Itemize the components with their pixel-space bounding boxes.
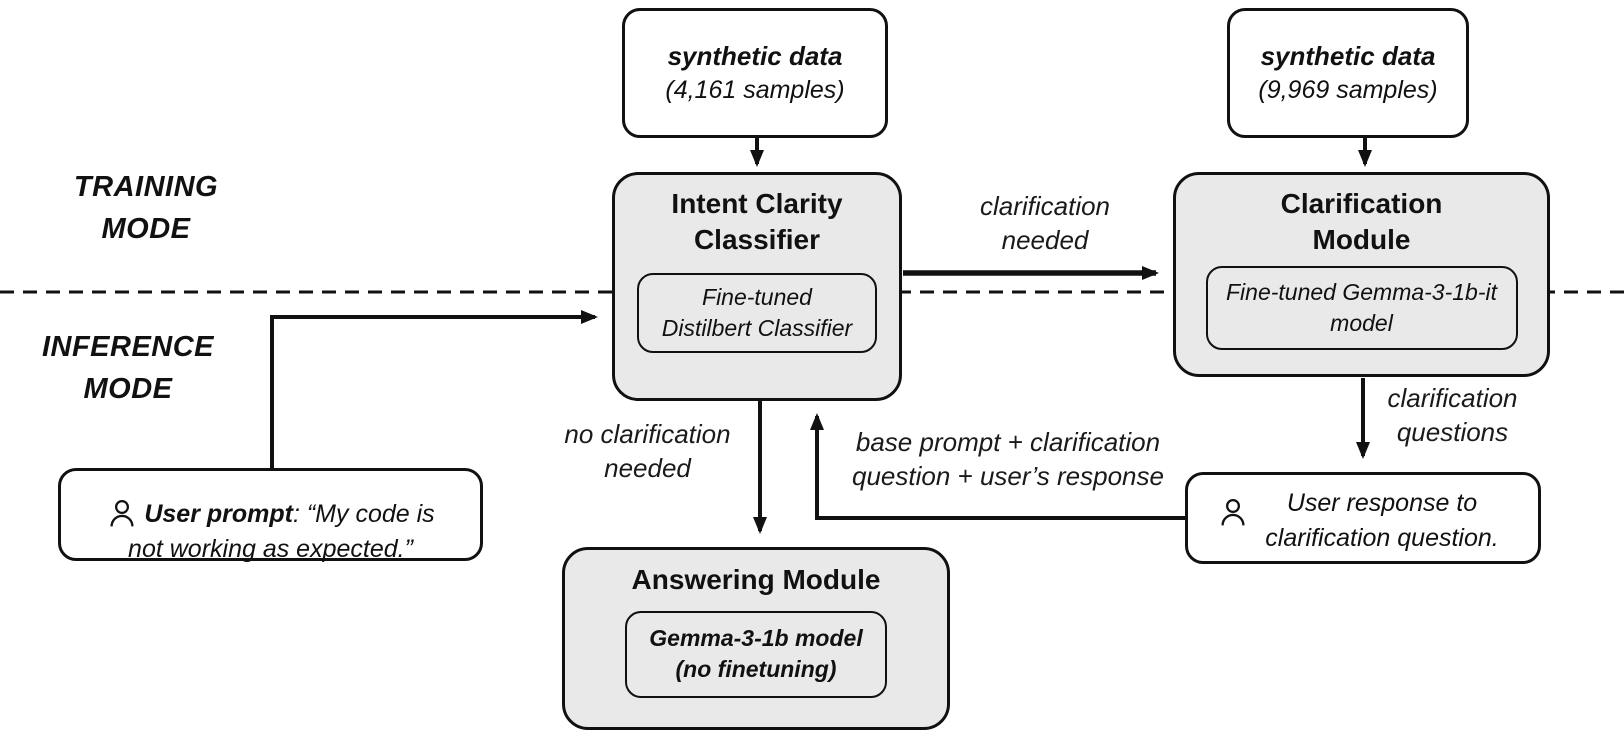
inference-mode-label: INFERENCE MODE <box>41 331 215 406</box>
arrow-user-prompt-to-classifier <box>270 310 598 469</box>
user-prompt-content: User prompt: “My code is not working as … <box>96 462 444 567</box>
synthetic-data-right-subtitle: (9,969 samples) <box>1258 75 1438 104</box>
base-prompt-label: base prompt + clarification question + u… <box>852 427 1164 491</box>
arrow-user-response-to-classifier <box>810 413 1185 520</box>
user-prompt-box: User prompt: “My code is not working as … <box>58 468 483 563</box>
person-icon <box>1221 498 1245 526</box>
intent-clarity-classifier-title: Intent Clarity Classifier <box>671 188 843 255</box>
intent-clarity-classifier-box: Intent Clarity Classifier Fine-tuned Dis… <box>612 172 902 401</box>
distilbert-inner-box: Fine-tuned Distilbert Classifier <box>637 272 877 353</box>
user-response-text: User response to clarification question. <box>1265 489 1499 552</box>
answering-module-title: Answering Module <box>631 564 881 595</box>
clarification-module-box: Clarification Module Fine-tuned Gemma-3-… <box>1173 172 1550 377</box>
synthetic-data-right-box: synthetic data (9,969 samples) <box>1227 8 1469 138</box>
gemma-it-inner-box: Fine-tuned Gemma-3-1b-it model <box>1205 265 1518 350</box>
synthetic-data-left-box: synthetic data (4,161 samples) <box>622 8 888 138</box>
synthetic-data-left-title: synthetic data <box>667 40 843 71</box>
gemma-base-inner-box: Gemma-3-1b model (no finetuning) <box>625 610 887 698</box>
training-mode-label: TRAINING MODE <box>73 171 219 246</box>
synthetic-data-right-title: synthetic data <box>1260 40 1436 71</box>
no-clarification-needed-label: no clarification needed <box>564 419 731 483</box>
user-prompt-label: User prompt <box>144 500 293 528</box>
user-response-box: User response to clarification question. <box>1185 472 1541 564</box>
clarification-questions-label: clarification questions <box>1387 383 1518 447</box>
person-icon <box>110 499 134 527</box>
gemma-it-inner-text: Fine-tuned Gemma-3-1b-it model <box>1226 278 1497 336</box>
answering-module-box: Answering Module Gemma-3-1b model (no fi… <box>562 547 950 730</box>
user-prompt-text: : “My code is not working as expected.” <box>128 500 435 563</box>
clarification-module-title: Clarification Module <box>1280 188 1443 255</box>
synthetic-data-left-subtitle: (4,161 samples) <box>665 75 845 104</box>
clarification-needed-label: clarification needed <box>979 191 1111 255</box>
distilbert-inner-text: Fine-tuned Distilbert Classifier <box>661 283 853 341</box>
gemma-base-inner-text: Gemma-3-1b model (no finetuning) <box>649 625 863 683</box>
